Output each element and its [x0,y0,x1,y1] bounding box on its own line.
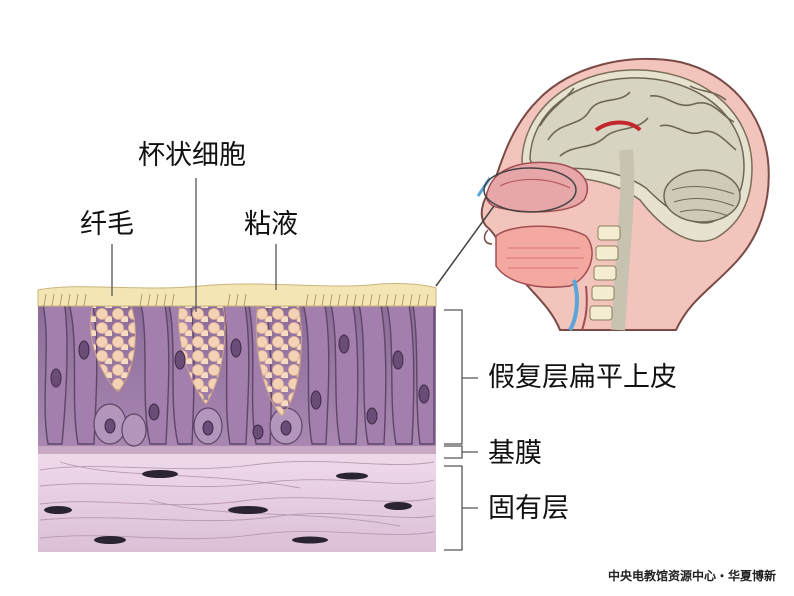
label-epithelium: 假复层扁平上皮 [488,362,677,393]
magnify-ring [483,167,577,213]
label-goblet-cell: 杯状细胞 [138,140,246,171]
connective-fibers [39,461,435,540]
spinal-cord [611,149,635,331]
mucus-layer [37,283,437,307]
cerebellum [663,169,741,223]
brackets [444,309,478,551]
vertebrae [589,225,621,321]
magnify-pointer [435,205,495,287]
cell-nuclei [50,334,430,440]
goblet-cell [89,301,136,393]
goblet-cells [89,301,302,417]
cilia [43,293,429,307]
bracket-epithelium [444,309,478,445]
goblet-cell [255,303,302,417]
leader-lines [111,178,277,312]
bracket-basement [444,445,478,459]
label-mucus: 粘液 [244,209,298,240]
label-basement-membrane: 基膜 [488,438,542,469]
credit-text: 中央电教馆资源中心・华夏博新 [607,569,776,583]
label-cilia: 纤毛 [80,209,134,240]
head-cross-section [435,57,770,332]
tissue-block [37,283,437,552]
label-lamina-propria: 固有层 [488,493,569,524]
bracket-lamina [444,465,478,551]
pharynx [568,279,579,332]
basement-membrane [38,444,436,454]
fibroblast-nuclei [44,470,412,544]
corpus-callosum [594,120,642,132]
goblet-cell [177,301,226,405]
oral-cavity [495,225,593,288]
